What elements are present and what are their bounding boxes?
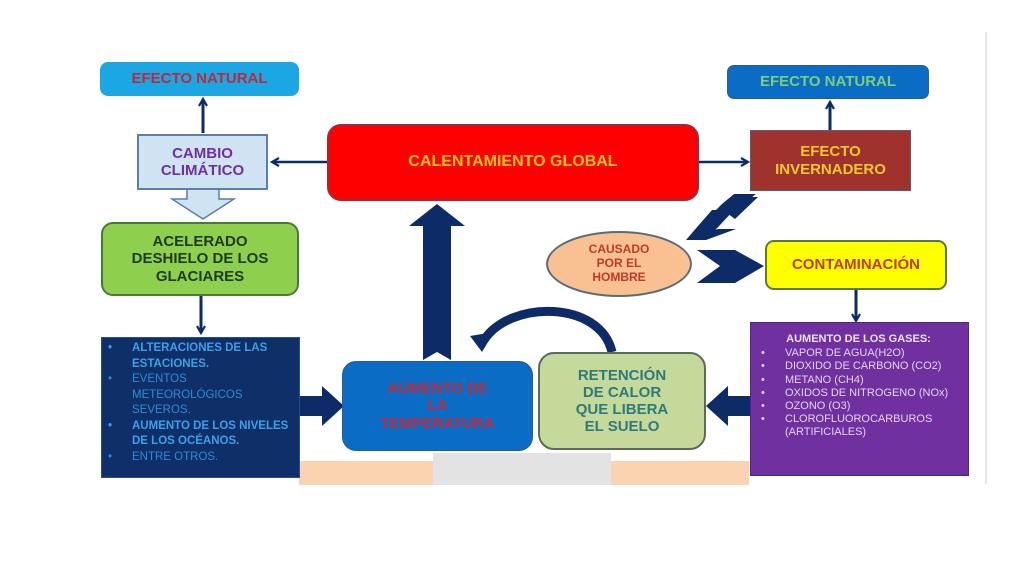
node-cambio-climatico: CAMBIO CLIMÁTICO <box>137 134 268 190</box>
retencion-line-1: RETENCIÓN <box>577 366 667 384</box>
aumento-temperatura-line-2: LA <box>427 397 448 415</box>
block-arrow-temperatura-to-central <box>409 204 465 360</box>
node-deshielo-glaciares: ACELERADO DESHIELO DE LOS GLACIARES <box>101 222 299 296</box>
efecto-invernadero-line-1: EFECTO <box>800 143 861 161</box>
node-aumento-temperatura: AUMENTO DE LA TEMPERATURA <box>342 361 533 451</box>
slide-edge-line <box>985 32 987 484</box>
deshielo-line-1: ACELERADO <box>152 233 248 251</box>
cambio-climatico-line-2: CLIMÁTICO <box>160 162 245 179</box>
consecuencia-item: EVENTOS METEOROLÓGICOS SEVEROS. <box>102 372 293 419</box>
curved-arrow-retencion-to-temperatura <box>480 307 617 354</box>
deshielo-line-3: GLACIARES <box>155 267 245 285</box>
gases-heading: AUMENTO DE LOS GASES: <box>786 333 931 345</box>
curved-arrow-head <box>470 332 494 352</box>
chevron-pair-2 <box>686 210 734 240</box>
node-efecto-invernadero: EFECTO INVERNADERO <box>750 130 911 191</box>
block-arrow-cambio-to-deshielo <box>169 188 237 220</box>
node-causado-por-hombre: CAUSADO POR EL HOMBRE <box>546 231 692 297</box>
efecto-invernadero-line-2: INVERNADERO <box>775 160 886 178</box>
chevron-causado-to-contaminacion <box>697 250 764 283</box>
gas-item: OXIDOS DE NITROGENO (NOx) <box>755 387 962 400</box>
contaminacion-label: CONTAMINACIÓN <box>791 256 921 274</box>
causado-line-1: CAUSADO <box>588 242 650 257</box>
aumento-temperatura-line-1: AUMENTO DE <box>387 380 488 398</box>
decorative-band-center <box>433 453 611 485</box>
node-consecuencias-list: ALTERACIONES DE LAS ESTACIONES. EVENTOS … <box>101 337 300 478</box>
node-gases-list: AUMENTO DE LOS GASES: VAPOR DE AGUA(H2O)… <box>750 322 969 476</box>
decorative-band-right <box>611 461 749 485</box>
gas-item: DIOXIDO DE CARBONO (CO2) <box>755 360 962 373</box>
consecuencia-item: ENTRE OTROS. <box>102 450 293 466</box>
retencion-line-2: DE CALOR <box>582 383 662 401</box>
chevron-pair-1 <box>712 194 756 214</box>
decorative-band-left <box>299 461 433 485</box>
gas-item: OZONO (O3) <box>755 400 962 413</box>
block-arrow-consecuencias-to-temperatura <box>300 386 344 426</box>
node-efecto-natural-left: EFECTO NATURAL <box>100 62 299 96</box>
gas-item: METANO (CH4) <box>755 374 962 387</box>
efecto-natural-right-label: EFECTO NATURAL <box>759 73 897 91</box>
node-contaminacion: CONTAMINACIÓN <box>765 240 947 290</box>
chevron-pair-2b <box>686 229 736 240</box>
block-arrow-gases-to-retencion <box>706 386 750 426</box>
aumento-temperatura-line-3: TEMPERATURA <box>380 414 495 432</box>
calentamiento-global-label: CALENTAMIENTO GLOBAL <box>408 153 618 171</box>
deshielo-line-2: DESHIELO DE LOS <box>131 250 269 268</box>
node-calentamiento-global: CALENTAMIENTO GLOBAL <box>327 124 699 201</box>
retencion-line-4: EL SUELO <box>584 418 660 436</box>
consecuencia-item: ALTERACIONES DE LAS ESTACIONES. <box>102 341 293 372</box>
node-efecto-natural-right: EFECTO NATURAL <box>727 65 929 99</box>
causado-line-2: POR EL <box>596 256 642 271</box>
causado-line-3: HOMBRE <box>592 269 646 284</box>
consecuencia-item: AUMENTO DE LOS NIVELES DE LOS OCÉANOS. <box>102 419 293 450</box>
efecto-natural-left-label: EFECTO NATURAL <box>131 70 268 88</box>
gas-item: CLOROFLUOROCARBUROS (ARTIFICIALES) <box>755 413 962 439</box>
gas-item: VAPOR DE AGUA(H2O) <box>755 347 962 360</box>
node-retencion-calor: RETENCIÓN DE CALOR QUE LIBERA EL SUELO <box>538 352 706 450</box>
retencion-line-3: QUE LIBERA <box>575 401 669 418</box>
cambio-climatico-line-1: CAMBIO <box>172 144 233 162</box>
